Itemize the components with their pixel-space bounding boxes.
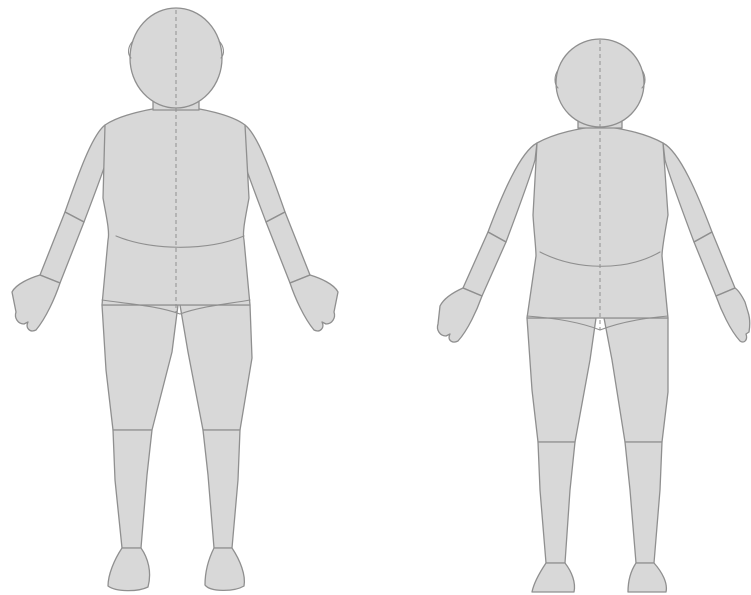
- torso-back: [527, 126, 668, 330]
- right-arm: [238, 125, 338, 331]
- left-arm: [12, 125, 112, 331]
- left-leg-back: [527, 318, 596, 592]
- right-leg: [180, 305, 252, 590]
- right-arm-back: [663, 143, 750, 342]
- body-figure-back: [437, 39, 749, 592]
- left-leg: [102, 305, 178, 591]
- right-leg-back: [604, 318, 668, 592]
- left-arm-back: [437, 143, 537, 342]
- body-figure-front: [12, 8, 338, 591]
